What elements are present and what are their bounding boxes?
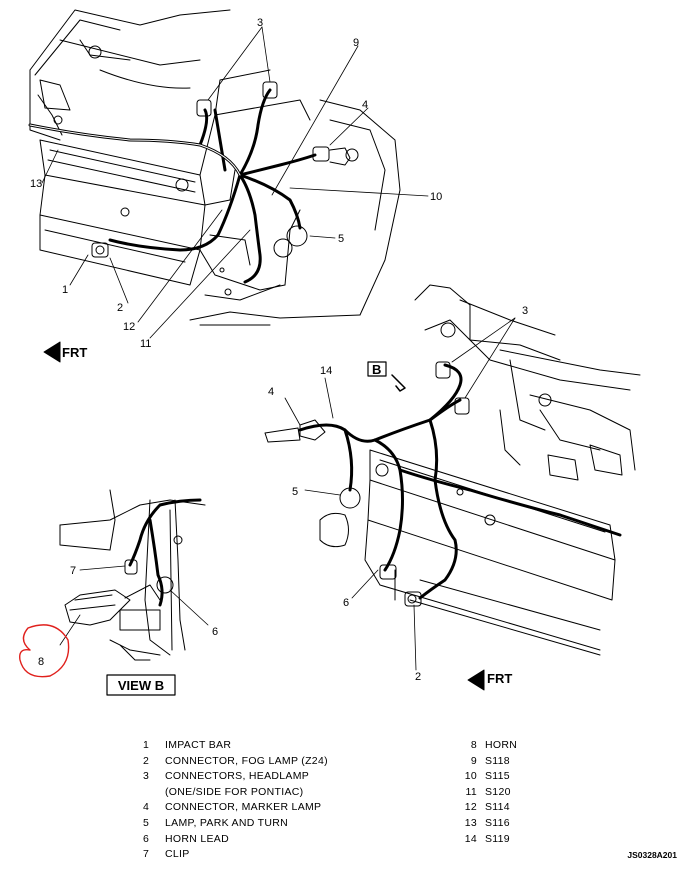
legend-row: 4 CONNECTOR, MARKER LAMP — [140, 800, 440, 816]
legend-number: 5 — [143, 816, 150, 829]
legend-row: 3 CONNECTORS, HEADLAMP (ONE/SIDE FOR PONT… — [140, 769, 440, 800]
callout-4-right: 4 — [268, 386, 274, 398]
legend-text: CONNECTOR, FOG LAMP (Z24) — [165, 754, 328, 767]
legend-row: 8 HORN — [448, 738, 568, 754]
legend-row: 2 CONNECTOR, FOG LAMP (Z24) — [140, 754, 440, 770]
document-id: JS0328A201 — [627, 850, 677, 860]
view-b-label: VIEW B — [118, 678, 164, 693]
callout-6-viewb: 6 — [212, 626, 218, 638]
legend-text: CONNECTORS, HEADLAMP (ONE/SIDE FOR PONTI… — [165, 770, 310, 798]
callout-11: 11 — [140, 338, 151, 350]
legend-text: LAMP, PARK AND TURN — [165, 816, 288, 829]
legend-row: 7 CLIP — [140, 847, 440, 863]
legend-number: 4 — [143, 801, 150, 814]
view-b-drawing — [59, 489, 209, 696]
view-b-label-box — [106, 674, 176, 696]
callout-3-top: 3 — [257, 17, 263, 29]
legend-text: S116 — [485, 816, 510, 829]
legend-text: S115 — [485, 770, 510, 783]
callout-3-right: 3 — [522, 305, 528, 317]
legend-number: 13 — [464, 816, 477, 829]
callout-4-top: 4 — [362, 99, 368, 111]
legend-row: 10 S115 — [448, 769, 568, 785]
callout-2-right: 2 — [415, 671, 421, 683]
view-marker-b: B — [372, 362, 381, 377]
legend-number: 9 — [470, 754, 477, 767]
legend-row: 1 IMPACT BAR — [140, 738, 440, 754]
front-arrow-icon — [43, 341, 61, 363]
highlight-circle — [19, 624, 70, 678]
callout-13: 13 — [30, 178, 42, 190]
legend-text: S118 — [485, 754, 510, 767]
legend-number: 12 — [464, 801, 477, 814]
legend-text: S114 — [485, 801, 510, 814]
legend-text: S120 — [485, 785, 511, 798]
legend-row: 14 S119 — [448, 832, 568, 848]
right-assembly-drawing — [264, 284, 641, 691]
callout-14: 14 — [320, 365, 332, 377]
legend-number: 1 — [143, 739, 150, 751]
legend-number: 2 — [143, 754, 150, 767]
legend-number: 10 — [464, 770, 477, 783]
callout-2-top: 2 — [117, 302, 123, 314]
legend-row: 9 S118 — [448, 754, 568, 770]
callout-12: 12 — [123, 321, 135, 333]
legend-text: HORN LEAD — [165, 832, 229, 845]
callout-8: 8 — [38, 656, 44, 668]
frt-label-top: FRT — [62, 345, 87, 360]
legend-text: CONNECTOR, MARKER LAMP — [165, 801, 322, 814]
callout-1: 1 — [62, 284, 68, 296]
legend-row: 13 S116 — [448, 816, 568, 832]
callout-10: 10 — [430, 191, 442, 203]
frt-label-bottom: FRT — [487, 671, 512, 686]
legend-row: 6 HORN LEAD — [140, 832, 440, 848]
legend-right-column: 8 HORN 9 S118 10 S115 11 S120 12 S114 13 S116 14 S119 — [448, 738, 568, 847]
callout-5-top: 5 — [338, 233, 344, 245]
legend-text: IMPACT BAR — [165, 739, 232, 751]
legend-text: CLIP — [165, 848, 190, 861]
legend-text: HORN — [485, 739, 518, 751]
legend-number: 7 — [143, 848, 150, 861]
front-arrow-icon — [467, 669, 485, 691]
legend-number: 6 — [143, 832, 150, 845]
callout-6-right: 6 — [343, 597, 349, 609]
callout-7: 7 — [70, 565, 76, 577]
legend-text: S119 — [485, 832, 510, 845]
legend-number: 3 — [143, 770, 150, 783]
callout-5-right: 5 — [292, 486, 298, 498]
legend-row: 11 S120 — [448, 785, 568, 801]
legend-row: 12 S114 — [448, 800, 568, 816]
legend-row: 5 LAMP, PARK AND TURN — [140, 816, 440, 832]
legend-number: 8 — [470, 739, 477, 751]
legend-number: 14 — [464, 832, 477, 845]
wiring-diagram: 3 9 4 13 10 5 1 2 12 11 FRT 3 14 B 4 5 6… — [19, 9, 641, 696]
top-assembly-drawing — [28, 9, 429, 363]
callout-9: 9 — [353, 37, 359, 49]
legend-number: 11 — [465, 785, 477, 798]
